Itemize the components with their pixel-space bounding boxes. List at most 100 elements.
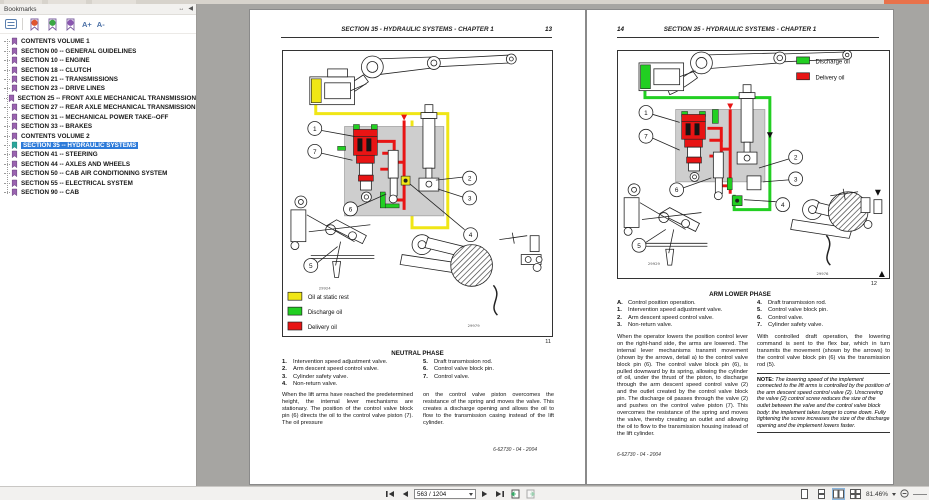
figure-callouts <box>631 105 803 253</box>
last-page-button[interactable] <box>494 489 506 500</box>
zoom-dropdown-icon[interactable] <box>892 492 896 496</box>
page-number-input[interactable]: 563 / 1204 <box>414 489 476 499</box>
svg-text:6: 6 <box>349 206 353 213</box>
bookmark-label: CONTENTS VOLUME 1 <box>21 38 90 46</box>
new-bookmark-green-icon[interactable] <box>46 17 59 31</box>
bookmark-item[interactable]: SECTION 25 -- FRONT AXLE MECHANICAL TRAN… <box>0 94 196 103</box>
bookmark-item[interactable]: SECTION 21 -- TRANSMISSIONS <box>0 75 196 84</box>
next-view-button[interactable] <box>524 489 536 500</box>
chevron-down-icon[interactable] <box>469 492 473 496</box>
figure-caption: NEUTRAL PHASE <box>391 350 444 357</box>
bookmark-label: SECTION 44 -- AXLES AND WHEELS <box>21 160 131 168</box>
bookmark-item[interactable]: SECTION 41 -- STEERING <box>0 150 196 159</box>
bookmark-item[interactable]: SECTION 10 -- ENGINE <box>0 56 196 65</box>
bookmark-item[interactable]: SECTION 23 -- DRIVE LINES <box>0 84 196 93</box>
first-page-button[interactable] <box>384 489 396 500</box>
page-footer: 6-62730 - 04 - 2004 <box>493 447 537 453</box>
bookmark-item[interactable]: SECTION 90 -- CAB <box>0 188 196 197</box>
figure-code: 29979 <box>468 324 481 328</box>
bookmark-item-selected[interactable]: SECTION 35 -- HYDRAULIC SYSTEMS <box>0 141 196 150</box>
bookmark-label: SECTION 55 -- ELECTRICAL SYSTEM <box>21 179 133 187</box>
zoom-slider[interactable] <box>913 493 927 495</box>
bookmark-label: SECTION 27 -- REAR AXLE MECHANICAL TRANS… <box>21 104 196 112</box>
piston-static-oil <box>310 78 322 103</box>
figure-code: 29976 <box>816 272 829 276</box>
svg-text:Oil at static rest: Oil at static rest <box>308 295 349 301</box>
parts-list: 5.Draft transmission rod. 6.Control valv… <box>423 359 494 380</box>
next-page-button[interactable] <box>479 489 491 500</box>
movement-arrow <box>874 189 881 196</box>
note-label: NOTE: <box>757 376 774 383</box>
page-footer: 6-62730 - 04 - 2004 <box>617 452 661 458</box>
legend-swatch-static <box>287 291 303 301</box>
bookmark-icon <box>11 122 18 131</box>
bookmarks-list: CONTENTS VOLUME 1 SECTION 00 -- GENERAL … <box>0 35 196 486</box>
body-column: With controlled draft operation, the low… <box>757 334 890 434</box>
figure-frame: Oil at static rest Discharge oil Deliver… <box>282 50 553 337</box>
bookmarks-toolbar: A+ A- <box>0 15 196 34</box>
hydraulic-diagram-arm-lower-phase: Discharge oil Delivery oil 29929 29976 <box>623 50 885 278</box>
bookmark-icon <box>11 170 18 178</box>
figure-code: 29929 <box>648 262 661 266</box>
bookmark-icon <box>11 141 18 150</box>
figure-caption: ARM LOWER PHASE <box>709 291 771 298</box>
flow-arrow <box>401 114 408 121</box>
bookmark-icon <box>8 94 14 103</box>
callout-leaders <box>645 114 789 243</box>
legend-swatch-delivery <box>287 321 303 331</box>
panel-collapse-icon[interactable]: ◀ <box>188 6 193 12</box>
svg-text:7: 7 <box>313 149 317 156</box>
callout-numbers: 1 7 2 3 4 6 5 <box>637 110 798 250</box>
bookmark-icon <box>11 179 18 187</box>
svg-text:Delivery oil: Delivery oil <box>815 75 844 81</box>
two-page-view-icon[interactable] <box>831 488 845 500</box>
continuous-view-icon[interactable] <box>815 488 828 500</box>
bookmark-label: SECTION 50 -- CAB AIR CONDITIONING SYSTE… <box>21 170 168 178</box>
legend-swatch-delivery <box>796 72 810 81</box>
bookmark-options-icon[interactable] <box>4 17 17 31</box>
figure-legend: Discharge oil Delivery oil <box>796 56 850 81</box>
piston-discharge-oil <box>640 64 651 89</box>
bookmark-icon <box>11 151 18 159</box>
bookmarks-panel-header: Bookmarks ↔ ◀ <box>0 4 196 15</box>
hydraulic-diagram-neutral-phase: Oil at static rest Discharge oil Deliver… <box>287 53 543 331</box>
bookmark-icon <box>11 188 18 197</box>
figure-legend: Oil at static rest Discharge oil Deliver… <box>287 291 349 331</box>
bookmark-item[interactable]: SECTION 31 -- MECHANICAL POWER TAKE--OFF <box>0 113 196 122</box>
bookmark-item[interactable]: SECTION 50 -- CAB AIR CONDITIONING SYSTE… <box>0 169 196 178</box>
bookmark-item[interactable]: SECTION 27 -- REAR AXLE MECHANICAL TRANS… <box>0 103 196 112</box>
page-header: SECTION 35 - HYDRAULIC SYSTEMS - CHAPTER… <box>663 26 817 33</box>
previous-page-button[interactable] <box>399 489 411 500</box>
two-page-continuous-view-icon[interactable] <box>849 488 862 500</box>
increase-text-size-button[interactable]: A+ <box>82 19 92 29</box>
previous-view-button[interactable] <box>509 489 521 500</box>
svg-text:1: 1 <box>313 126 317 133</box>
note-text: The lowering speed of the implement conn… <box>757 376 890 429</box>
top-ribbon-strip <box>0 0 929 4</box>
bookmark-icon <box>11 160 18 169</box>
zoom-out-button[interactable] <box>900 485 909 500</box>
bookmark-item[interactable]: SECTION 55 -- ELECTRICAL SYSTEM <box>0 179 196 188</box>
bookmark-icon <box>11 104 18 112</box>
bookmark-item[interactable]: SECTION 00 -- GENERAL GUIDELINES <box>0 46 196 55</box>
corner-marker <box>878 271 885 278</box>
bookmark-item[interactable]: SECTION 44 -- AXLES AND WHEELS <box>0 160 196 169</box>
bookmark-item[interactable]: SECTION 33 -- BRAKES <box>0 122 196 131</box>
ribbon-tab-seam <box>4 0 42 4</box>
parts-list: A.Control position operation. 1.Interven… <box>617 300 723 329</box>
bookmarks-panel-title: Bookmarks <box>4 6 37 13</box>
new-bookmark-purple-icon[interactable] <box>64 17 77 31</box>
new-bookmark-red-icon[interactable] <box>28 17 41 31</box>
decrease-text-size-button[interactable]: A- <box>96 19 105 29</box>
bookmark-item[interactable]: CONTENTS VOLUME 1 <box>0 37 196 46</box>
bookmark-label: SECTION 21 -- TRANSMISSIONS <box>21 75 118 83</box>
svg-text:Discharge oil: Discharge oil <box>815 59 849 65</box>
figure-code: 29924 <box>319 286 332 290</box>
svg-text:2: 2 <box>468 176 472 183</box>
panel-expand-icon[interactable]: ↔ <box>178 6 185 12</box>
bookmark-item[interactable]: CONTENTS VOLUME 2 <box>0 131 196 140</box>
bookmark-item[interactable]: SECTION 18 -- CLUTCH <box>0 65 196 74</box>
page-navigation: 563 / 1204 <box>384 488 536 500</box>
single-page-view-icon[interactable] <box>798 488 811 500</box>
